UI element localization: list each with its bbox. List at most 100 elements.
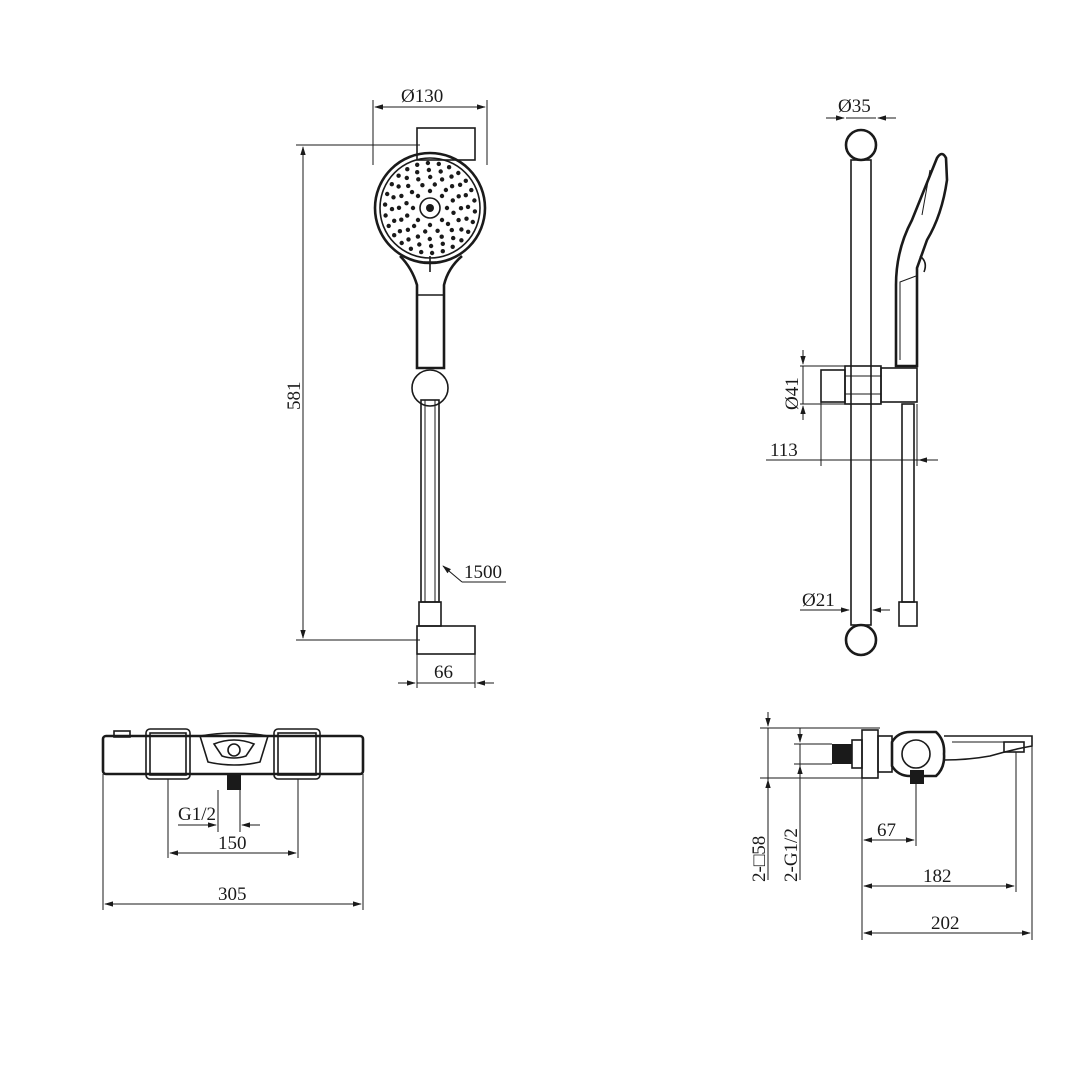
- dim-inlet-thread: G1/2: [178, 790, 260, 832]
- nozzle-dot: [428, 243, 434, 249]
- nozzle-pattern: [382, 160, 478, 256]
- nozzle-dot: [405, 213, 410, 218]
- nozzle-dot: [405, 167, 410, 172]
- holder-side: [820, 365, 918, 405]
- nozzle-dot: [417, 242, 422, 247]
- nozzle-dot: [409, 189, 415, 195]
- nozzle-dot: [426, 167, 432, 173]
- nozzle-dot: [435, 228, 440, 233]
- nozzle-dot: [423, 229, 428, 234]
- svg-text:Ø41: Ø41: [782, 377, 803, 410]
- nozzle-dot: [432, 182, 437, 187]
- dim-square-size: 2-□58: [749, 712, 880, 882]
- front-view: Ø130 581 1500 66: [284, 86, 506, 688]
- nozzle-dot: [389, 182, 394, 187]
- nozzle-dot: [410, 205, 416, 211]
- nozzle-dot: [438, 169, 443, 174]
- nozzle-dot: [456, 194, 461, 199]
- svg-text:150: 150: [218, 833, 247, 854]
- svg-text:Ø21: Ø21: [802, 590, 835, 611]
- nozzle-dot: [397, 229, 403, 234]
- nozzle-dot: [449, 184, 455, 189]
- dim-spout-reach: 182: [863, 752, 1017, 892]
- nozzle-dot: [472, 198, 477, 203]
- nozzle-dot: [419, 249, 424, 255]
- nozzle-dot: [383, 213, 388, 218]
- nozzle-dot: [406, 183, 411, 189]
- nozzle-dot: [392, 218, 397, 223]
- nozzle-dot: [425, 160, 431, 166]
- nozzle-dot: [415, 234, 421, 239]
- nozzle-dot: [458, 206, 464, 211]
- nozzle-dot: [439, 193, 445, 199]
- nozzle-dot: [465, 204, 471, 210]
- nozzle-dot: [396, 173, 401, 178]
- shower-head: [373, 151, 487, 370]
- hand-shower-holder: [411, 369, 449, 407]
- hand-shower-side: [894, 152, 949, 368]
- svg-text:113: 113: [770, 440, 798, 461]
- nozzle-dot: [440, 249, 445, 254]
- svg-text:305: 305: [218, 884, 247, 905]
- nozzle-dot: [399, 193, 404, 199]
- nozzle-dot: [408, 246, 414, 251]
- nozzle-dot: [456, 217, 461, 223]
- nozzle-dot: [415, 162, 420, 167]
- nozzle-dot: [443, 187, 449, 193]
- nozzle-dot: [466, 229, 471, 234]
- nozzle-dot: [451, 210, 456, 215]
- nozzle-dot: [446, 165, 452, 170]
- nozzle-dot: [392, 233, 397, 238]
- svg-text:66: 66: [434, 662, 453, 683]
- nozzle-dot: [420, 183, 425, 188]
- nozzle-dot: [450, 198, 455, 203]
- nozzle-dot: [382, 202, 388, 207]
- nozzle-dot: [439, 177, 445, 182]
- dim-inlet-centers: 150: [167, 779, 299, 858]
- nozzle-dot: [399, 240, 404, 246]
- dim-bracket-width: 66: [398, 654, 494, 688]
- nozzle-dot: [449, 174, 454, 179]
- nozzle-dot: [406, 237, 411, 242]
- nozzle-dot: [411, 223, 417, 229]
- nozzle-dot: [459, 238, 464, 243]
- dim-thread-size: 2-G1/2: [781, 728, 832, 882]
- nozzle-dot: [416, 177, 421, 182]
- dim-head-diameter: Ø130: [372, 86, 488, 165]
- dim-offset: 113: [766, 402, 938, 466]
- nozzle-dot: [463, 193, 468, 198]
- nozzle-dot: [439, 217, 445, 223]
- nozzle-dot: [427, 236, 432, 242]
- nozzle-dot: [391, 195, 396, 200]
- nozzle-dot: [449, 227, 454, 233]
- nozzle-dot: [472, 209, 478, 214]
- dim-hose-diameter: Ø21: [800, 590, 890, 613]
- nozzle-dot: [405, 227, 411, 232]
- thermostatic-valve-side: 2-□58 2-G1/2 67 182 202: [749, 712, 1033, 940]
- dim-holder-diameter: Ø41: [782, 350, 845, 420]
- nozzle-dot: [415, 217, 421, 223]
- nozzle-dot: [404, 201, 409, 206]
- dim-rail-diameter: Ø35: [826, 96, 896, 121]
- nozzle-dot: [386, 223, 391, 229]
- svg-text:202: 202: [931, 913, 960, 934]
- nozzle-dot: [404, 175, 409, 181]
- nozzle-dot: [396, 205, 402, 210]
- svg-text:67: 67: [877, 820, 896, 841]
- nozzle-dot: [428, 174, 433, 180]
- dim-overall-depth: 202: [863, 746, 1033, 940]
- nozzle-dot: [450, 244, 455, 249]
- nozzle-dot: [427, 222, 433, 228]
- nozzle-dot: [427, 188, 433, 194]
- nozzle-dot: [385, 191, 390, 197]
- thermostatic-valve-front: G1/2 150 305: [101, 728, 365, 910]
- nozzle-dot: [436, 161, 441, 167]
- svg-text:182: 182: [923, 866, 952, 887]
- nozzle-dot: [399, 217, 404, 222]
- dim-overall-height: 581: [284, 144, 420, 641]
- nozzle-dot: [457, 182, 463, 187]
- nozzle-dot: [440, 241, 445, 246]
- nozzle-dot: [464, 216, 469, 221]
- svg-text:G1/2: G1/2: [178, 804, 216, 825]
